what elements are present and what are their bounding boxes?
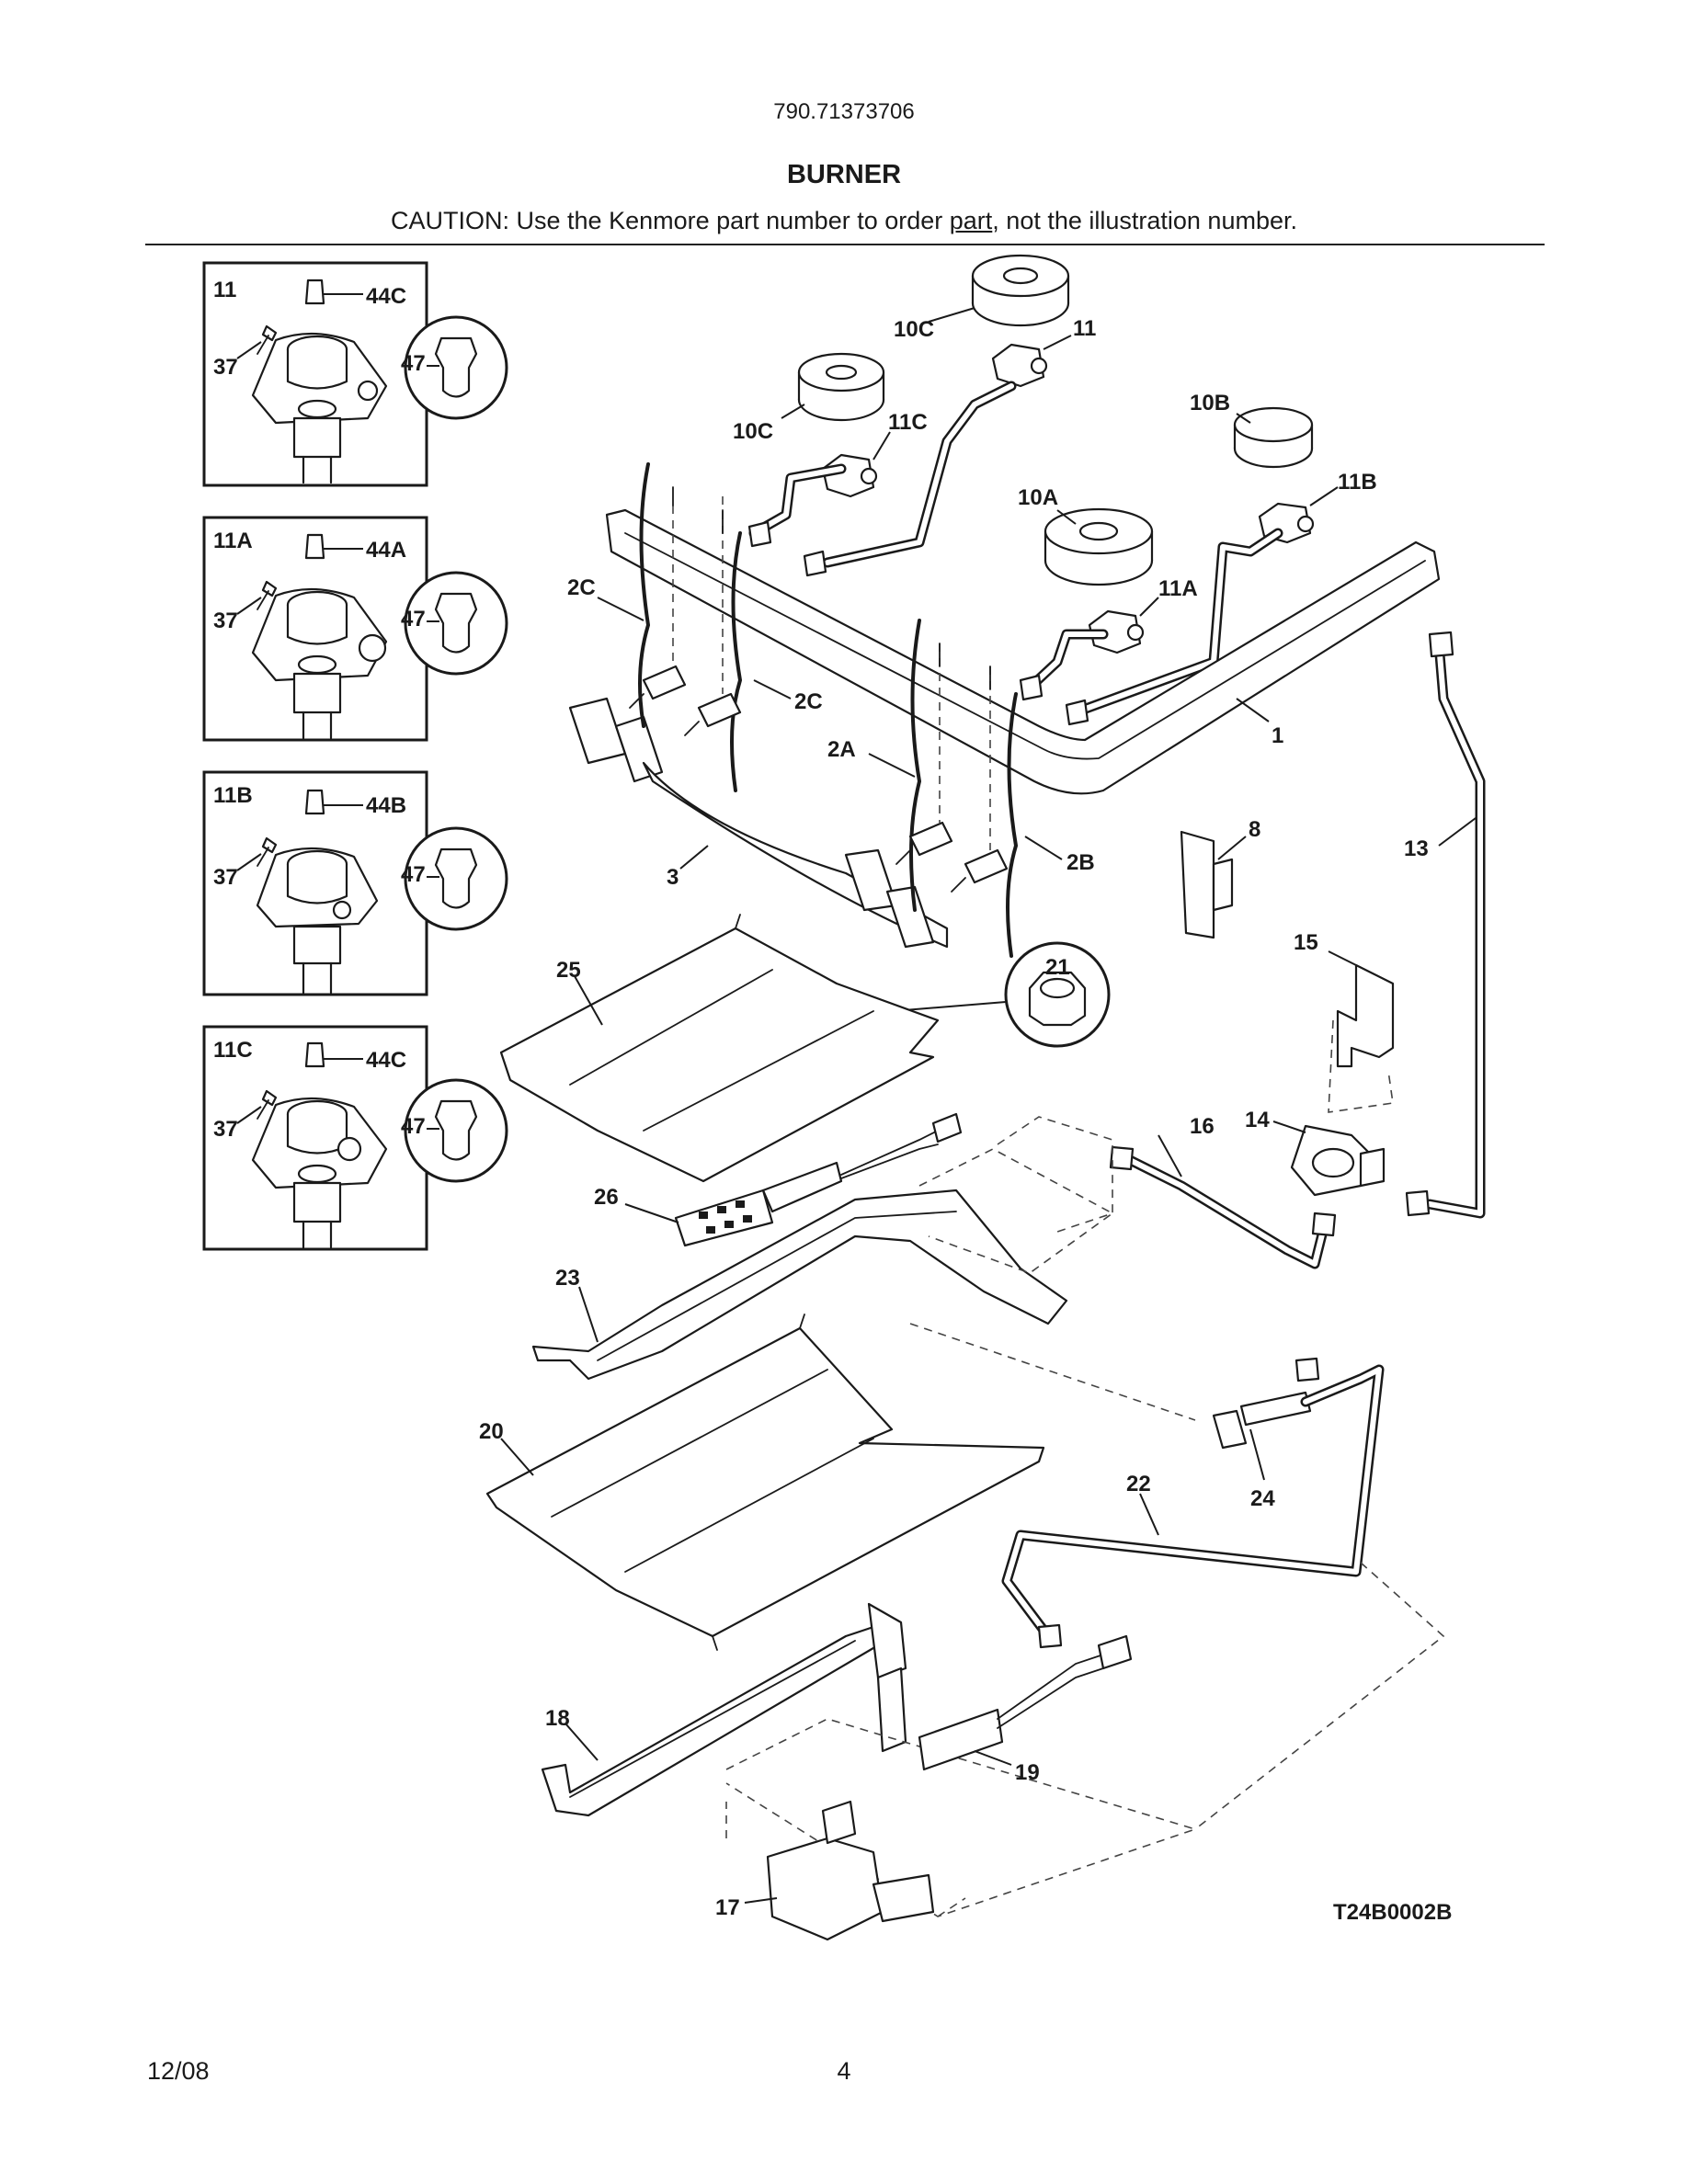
lower-baffle-plate <box>485 1314 1045 1651</box>
burner-head-10c-left <box>781 352 885 422</box>
broil-burner <box>541 1602 1198 1917</box>
caution-prefix: CAUTION: Use the Kenmore part number to … <box>391 207 950 234</box>
callout-10c-top: 10C <box>894 317 934 342</box>
regulator-tube <box>997 1116 1337 1269</box>
drawing-code: T24B0002B <box>1333 1900 1452 1925</box>
inset-11a-valve-label: 11A <box>213 529 253 553</box>
callout-19: 19 <box>1015 1760 1040 1785</box>
header-rule <box>145 244 1545 245</box>
inset-box-11c <box>202 1025 508 1251</box>
igniter-26-slots <box>699 1200 752 1234</box>
inset-11b-valve-label: 11B <box>213 783 253 808</box>
burner-valve-11a <box>1019 597 1159 701</box>
callout-26: 26 <box>594 1185 619 1210</box>
inset-box-11b <box>202 770 508 996</box>
callout-2a: 2A <box>827 737 856 762</box>
broil-igniter <box>918 1634 1133 1771</box>
bracket-2c-right <box>730 531 792 792</box>
inset-11-valve-label: 11 <box>213 278 236 302</box>
callout-10b: 10B <box>1190 391 1230 415</box>
manifold-pipe <box>605 508 1441 795</box>
callout-14: 14 <box>1245 1108 1270 1132</box>
burner-head-10a <box>1044 507 1154 586</box>
bracket-2c-left <box>597 462 651 728</box>
callout-11c: 11C <box>888 410 928 435</box>
inset-11-orifice-label: 47 <box>401 351 426 376</box>
inset-11a-cap-label: 44A <box>366 538 406 563</box>
callout-22: 22 <box>1126 1472 1151 1496</box>
callout-23: 23 <box>555 1266 580 1291</box>
callout-2b: 2B <box>1066 850 1095 875</box>
broil-feed-tube <box>1001 1357 1445 1830</box>
burner-head-10b <box>1233 406 1314 469</box>
pressure-regulator <box>1272 1120 1386 1197</box>
callout-11b: 11B <box>1338 470 1377 495</box>
bracket-2b <box>1006 692 1063 958</box>
inset-11-screw-label: 37 <box>213 355 238 380</box>
callout-17: 17 <box>715 1895 740 1920</box>
oven-safety-valve <box>725 1800 966 1941</box>
callout-1: 1 <box>1272 723 1283 748</box>
inset-11b-cap-label: 44B <box>366 793 406 818</box>
regulator-mount-bracket <box>1328 950 1395 1113</box>
burner-head-10c-top <box>928 254 1070 327</box>
callout-2c-right: 2C <box>794 689 823 714</box>
callout-24: 24 <box>1250 1486 1275 1511</box>
callout-18: 18 <box>545 1706 570 1731</box>
inset-11c-cap-label: 44C <box>366 1048 406 1073</box>
bracket-2a <box>868 619 922 912</box>
inset-11-cap-label: 44C <box>366 284 406 309</box>
burner-valve-11c <box>747 431 891 548</box>
caution-link: part <box>949 207 993 234</box>
callout-8: 8 <box>1249 817 1260 842</box>
page-number: 4 <box>837 2057 851 2085</box>
upper-baffle-plate <box>499 914 940 1183</box>
callout-16: 16 <box>1190 1114 1215 1139</box>
callout-2c-left: 2C <box>567 575 596 600</box>
inset-box-11 <box>202 261 508 487</box>
page-title: BURNER <box>786 160 902 189</box>
inset-11c-screw-label: 37 <box>213 1117 238 1142</box>
inset-11a-orifice-label: 47 <box>401 607 426 631</box>
callout-25: 25 <box>556 958 581 983</box>
gas-supply-tube <box>1405 631 1486 1219</box>
regulator-bracket <box>1180 830 1247 939</box>
orifice-elbow <box>909 1323 1312 1481</box>
footer-date: 12/08 <box>147 2057 210 2085</box>
callout-11a: 11A <box>1158 576 1198 601</box>
nut-21-detail <box>711 941 1111 1048</box>
callout-13: 13 <box>1404 836 1429 861</box>
inset-11c-orifice-label: 47 <box>401 1114 426 1139</box>
model-number: 790.71373706 <box>773 99 915 124</box>
bake-igniter <box>624 1112 963 1247</box>
burner-valve-11b <box>1065 486 1339 726</box>
inset-11a-screw-label: 37 <box>213 609 238 633</box>
caution-suffix: , not the illustration number. <box>992 207 1297 234</box>
inset-11c-valve-label: 11C <box>213 1038 253 1063</box>
bake-burner <box>531 1148 1114 1381</box>
callout-11-top: 11 <box>1073 316 1096 341</box>
callout-15: 15 <box>1294 930 1318 955</box>
callout-3: 3 <box>667 865 679 890</box>
inset-11b-orifice-label: 47 <box>401 862 426 887</box>
inset-11b-screw-label: 37 <box>213 865 238 890</box>
callout-10c-left: 10C <box>733 419 773 444</box>
inset-box-11a <box>202 516 508 742</box>
callout-21: 21 <box>1045 955 1070 980</box>
spark-switches <box>629 486 1009 893</box>
callout-20: 20 <box>479 1419 504 1444</box>
manifold-bracket <box>568 697 949 949</box>
callout-10a: 10A <box>1018 485 1058 510</box>
burner-valve-11-top <box>803 335 1072 577</box>
caution-text: CAUTION: Use the Kenmore part number to … <box>0 207 1688 235</box>
